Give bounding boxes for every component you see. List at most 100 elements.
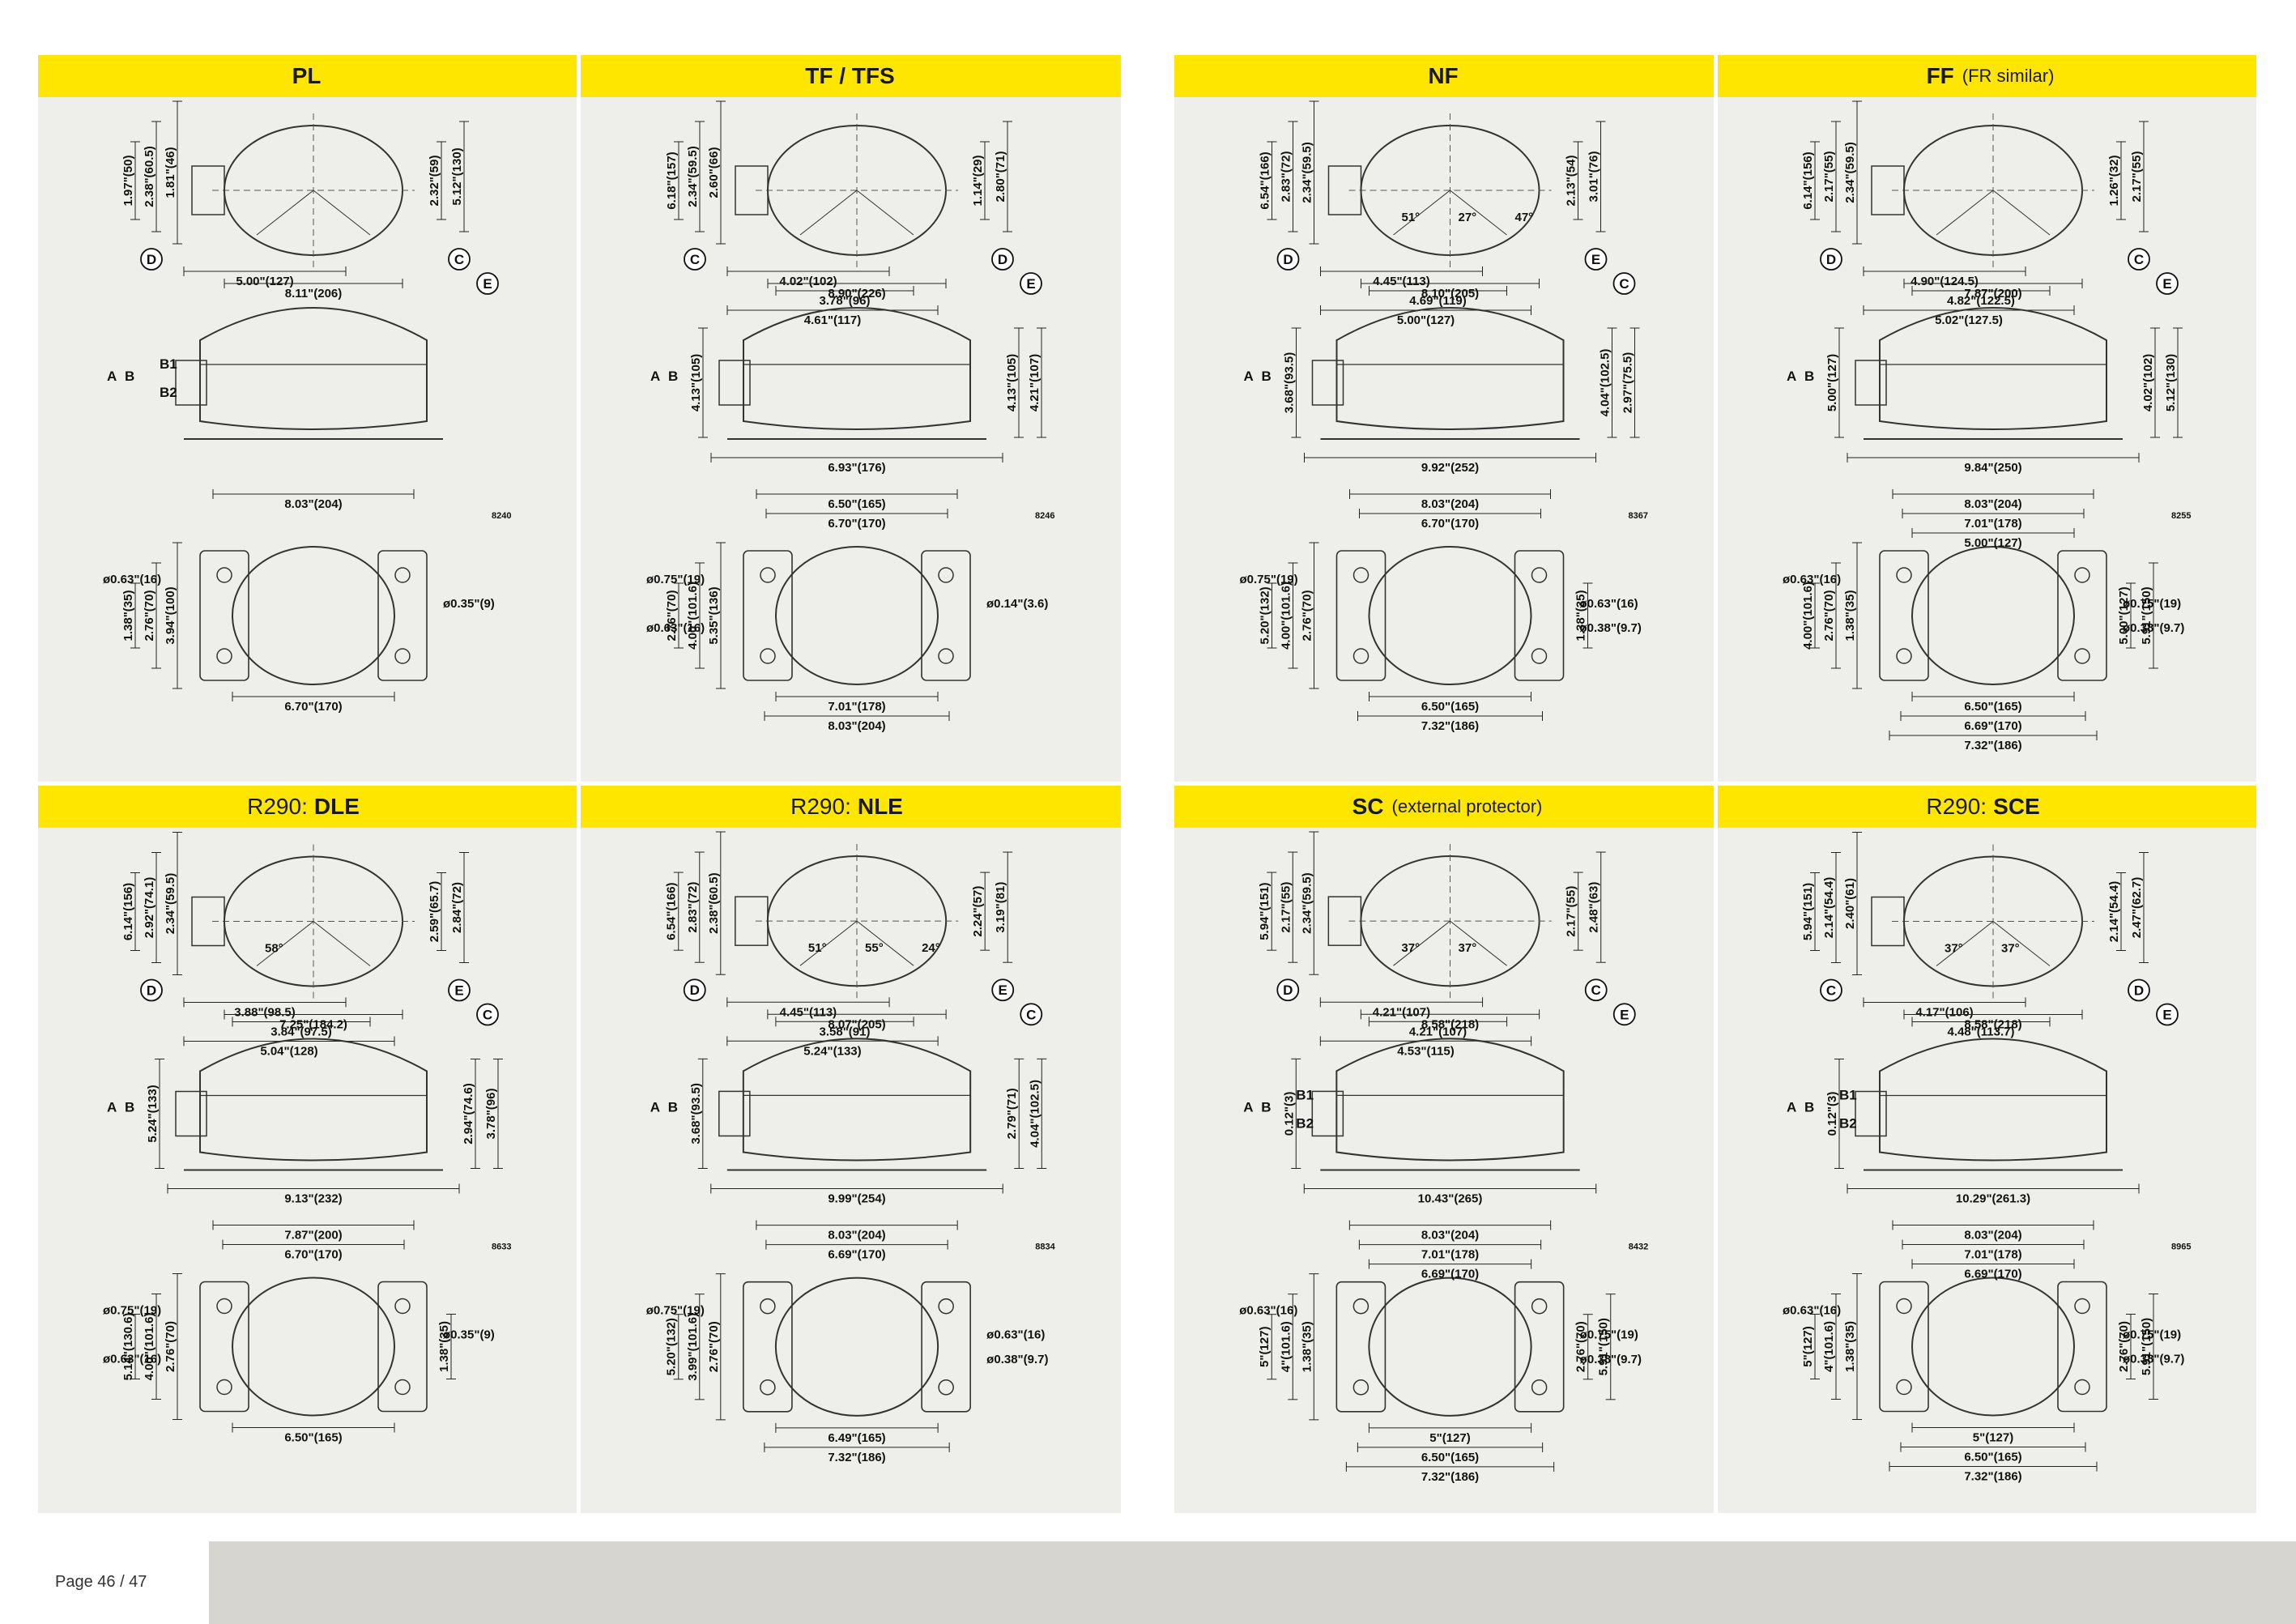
protector-box — [718, 360, 751, 406]
mounting-hole — [938, 1379, 954, 1396]
dimension-label: 4.82"(122.5) — [1947, 294, 2015, 308]
callout-circle — [991, 248, 1014, 271]
callout-circle — [1820, 248, 1842, 271]
dimension-label: 6.14"(156) — [121, 883, 135, 940]
dimension-label: 4.00"(101.6) — [1801, 582, 1815, 650]
hole-diameter-label: ø0.75"(19) — [2123, 597, 2181, 611]
dimension-label: 0.12"(3) — [1282, 1092, 1296, 1136]
callout-circle — [448, 978, 471, 1002]
dimension-label: 2.84"(72) — [450, 882, 464, 933]
dimension-label: 8.03"(204) — [284, 497, 342, 511]
protector-box — [1855, 1090, 1887, 1137]
page-number: Page 46 / 47 — [55, 1573, 147, 1591]
dimension-label: 2.76"(70) — [707, 1321, 721, 1372]
mounting-hole — [394, 648, 411, 664]
callout-letter: E — [1026, 276, 1035, 292]
height-label: B — [1261, 1099, 1271, 1115]
dimension-label: 7.32"(186) — [1964, 1470, 2021, 1484]
callout-letter: D — [1826, 252, 1836, 267]
drawing-svg: 51°27°47°4.45"(113)4.69"(119)5.00"(127)6… — [1240, 100, 1648, 733]
dimension-label: 5.91"(150) — [2140, 1318, 2153, 1375]
terminal-box — [1327, 165, 1362, 215]
angle-label: 37° — [1945, 942, 1963, 956]
title-main: TF / TFS — [805, 63, 895, 88]
dimension-label: 2.34"(59.5) — [164, 873, 177, 935]
dimension-label: 4.02"(102) — [779, 275, 837, 288]
dimension-label: 7.01"(178) — [828, 700, 885, 714]
height-label: B — [125, 369, 134, 384]
dimension-label: 5"(127) — [1973, 1431, 2013, 1445]
mounting-hole — [2074, 567, 2090, 583]
title-main: PL — [292, 63, 322, 88]
height-label: A — [1787, 369, 1796, 384]
dimension-label: 5.91"(150) — [1597, 1318, 1611, 1375]
mounting-hole — [1531, 648, 1548, 664]
angle-label: 47° — [1515, 211, 1534, 224]
height-label: B — [668, 1099, 678, 1115]
dimension-label: 3.01"(76) — [1587, 151, 1601, 202]
callout-letter: D — [998, 252, 1007, 267]
angle-label: 37° — [1401, 941, 1420, 955]
dimension-label: 9.92"(252) — [1421, 461, 1479, 475]
dimension-label: 5"(127) — [1801, 1326, 1815, 1366]
mounting-foot-left — [743, 1281, 793, 1413]
terminal-box — [1871, 896, 1905, 947]
technical-drawing: 4.90"(124.5)4.82"(122.5)5.02"(127.5)6.14… — [1718, 97, 2256, 782]
dimension-label: 6.69"(170) — [1964, 719, 2021, 733]
callout-letter: E — [999, 982, 1007, 998]
panel-header: TF / TFS — [581, 55, 1121, 97]
angle-line — [1450, 190, 1507, 236]
drawing-svg: 37°37°4.21"(107)4.21"(107)4.53"(115)5.94… — [1239, 831, 1648, 1484]
dimension-label: 8.03"(204) — [1421, 1229, 1479, 1243]
dimension-label: 4.13"(105) — [1005, 354, 1019, 411]
dimension-label: 8.03"(204) — [1421, 497, 1479, 511]
mounting-hole — [938, 1298, 954, 1315]
dimension-label: 5.04"(128) — [260, 1045, 317, 1059]
dimension-label: 2.92"(74.1) — [143, 877, 156, 939]
hole-diameter-label: ø0.35"(9) — [443, 1328, 495, 1342]
height-label: B — [1804, 369, 1814, 384]
angle-line — [1936, 190, 1994, 236]
title-pre: R290: — [790, 794, 851, 819]
dimension-label: 7.01"(178) — [1964, 1248, 2021, 1262]
dimension-label: 7.32"(186) — [1421, 1470, 1479, 1484]
callout-circle — [140, 978, 163, 1002]
dimension-label: 6.50"(165) — [1421, 700, 1479, 714]
dimension-label: 4.48"(113.7) — [1947, 1025, 2014, 1039]
dimension-label: 5.00"(127) — [1397, 313, 1455, 327]
dimension-label: 2.48"(63) — [1587, 882, 1601, 933]
footer-bar — [209, 1541, 2296, 1624]
dimension-label: 2.76"(70) — [1822, 590, 1836, 642]
dimension-label: 2.94"(74.6) — [462, 1083, 475, 1144]
callout-letter: C — [1591, 982, 1601, 998]
angle-line — [1936, 921, 1994, 966]
height-label: B1 — [1839, 1088, 1857, 1103]
dimension-label: 5.12"(130) — [450, 147, 464, 205]
dimension-label: 7.32"(186) — [828, 1451, 885, 1464]
angle-line — [1992, 921, 2051, 966]
dimension-label: 4.00"(101.6) — [143, 1313, 156, 1381]
height-label: A — [650, 1099, 660, 1115]
angle-line — [1450, 920, 1507, 966]
angle-line — [856, 190, 914, 236]
technical-drawing: 51°27°47°4.45"(113)4.69"(119)5.00"(127)6… — [1174, 97, 1714, 782]
callout-letter: C — [483, 1008, 492, 1023]
hole-diameter-label: ø0.38"(9.7) — [1580, 621, 1642, 635]
height-label: B — [1804, 1100, 1814, 1115]
mounting-hole — [216, 567, 232, 583]
title-pre: R290: — [247, 794, 308, 819]
dimension-label: 6.54"(166) — [665, 882, 679, 940]
compressor-side-outline — [199, 307, 428, 430]
dimension-label: 4.90"(124.5) — [1910, 275, 1979, 288]
panel-header: R290: DLE — [38, 786, 577, 828]
dimension-label: 5.02"(127.5) — [1935, 313, 2003, 327]
callout-letter: D — [1283, 252, 1293, 267]
hole-diameter-label: ø0.75"(19) — [103, 1304, 161, 1318]
dimension-label: 6.70"(170) — [1421, 517, 1479, 531]
drawing-code: 8255 — [2171, 511, 2191, 521]
dimension-label: 4.00"(101.6) — [686, 582, 700, 650]
dimension-label: 1.26"(32) — [2107, 156, 2121, 207]
callout-circle — [683, 978, 706, 1002]
title-main: SC — [1352, 794, 1384, 819]
dimension-label: 1.38"(35) — [1300, 1321, 1314, 1372]
